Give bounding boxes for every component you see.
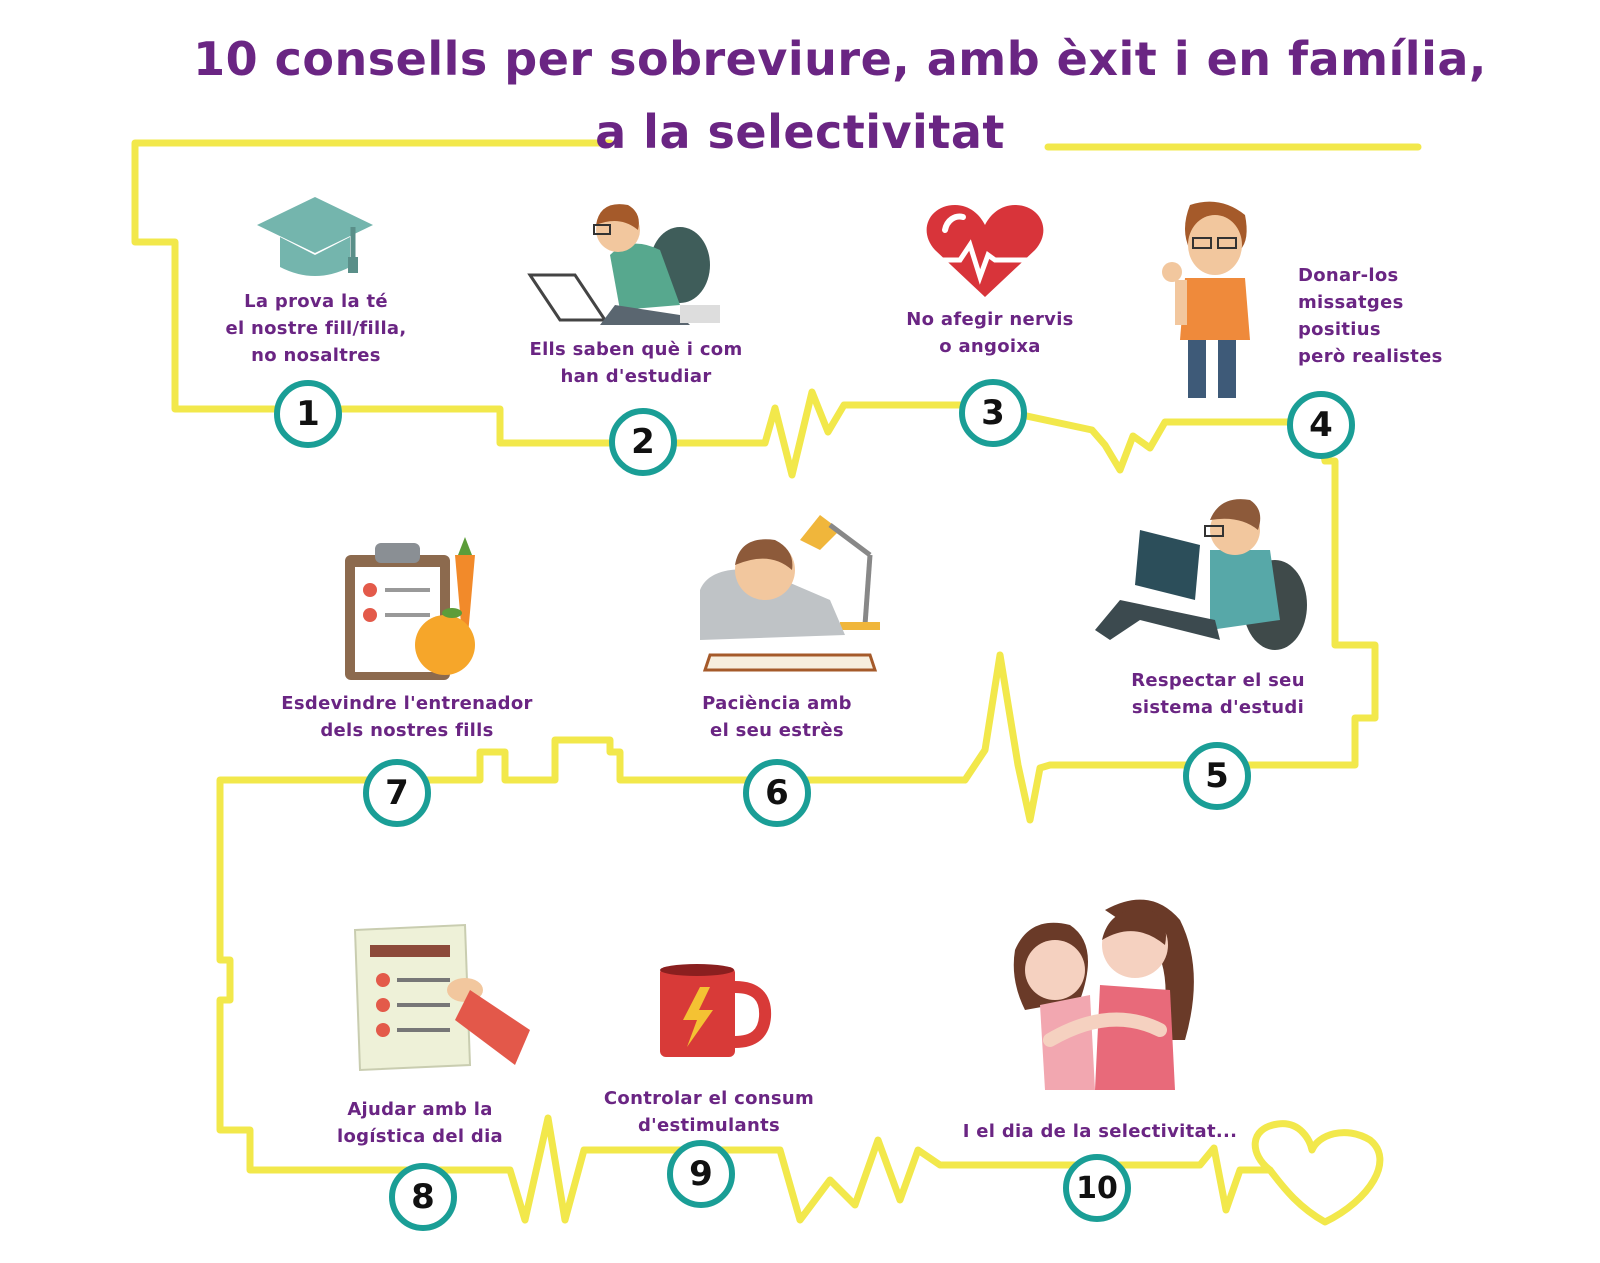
step-9-caption: Controlar el consum d'estimulants (603, 1088, 815, 1136)
hug-icon (1013, 899, 1194, 1090)
step-10-caption: I el dia de la selectivitat... (962, 1121, 1238, 1142)
step-6-number: 6 (743, 759, 811, 827)
step-5-number: 5 (1183, 742, 1251, 810)
clipboard-fruit-icon (345, 537, 475, 680)
step-1-caption: La prova la té el nostre fill/filla, no … (225, 291, 407, 366)
step-2-caption: Ells saben què i com han d'estudiar (529, 339, 743, 387)
step-8-number: 8 (389, 1163, 457, 1231)
step-9-number: 9 (667, 1140, 735, 1208)
page-title-line1: 10 consells per sobreviure, amb èxit i e… (193, 32, 1487, 86)
step-4-number: 4 (1287, 391, 1355, 459)
step-7-number: 7 (363, 759, 431, 827)
step-3-number: 3 (959, 379, 1027, 447)
energy-mug-icon (660, 964, 772, 1057)
step-1-number: 1 (274, 380, 342, 448)
step-7-caption: Esdevindre l'entrenador dels nostres fil… (281, 693, 533, 741)
step-2-number: 2 (609, 408, 677, 476)
step-6-caption: Paciència amb el seu estrès (702, 693, 852, 741)
student-reading-icon (1095, 499, 1307, 650)
step-5-caption: Respectar el seu sistema d'estudi (1131, 670, 1305, 718)
step-3-caption: No afegir nervis o angoixa (906, 309, 1074, 357)
step-8-caption: Ajudar amb la logística del dia (337, 1099, 503, 1147)
tired-student-lamp-icon (700, 515, 880, 672)
step-4-caption: Donar-los missatges positius però realis… (1298, 265, 1443, 367)
graduation-cap-icon (257, 197, 373, 276)
page-title-line2: a la selectivitat (595, 105, 1005, 159)
thumbs-up-student-icon (1162, 201, 1250, 398)
heartbeat-heart-icon (925, 205, 1045, 297)
student-laptop-icon (527, 204, 720, 325)
checklist-hand-icon (353, 923, 530, 1072)
step-10-number: 10 (1063, 1154, 1131, 1222)
